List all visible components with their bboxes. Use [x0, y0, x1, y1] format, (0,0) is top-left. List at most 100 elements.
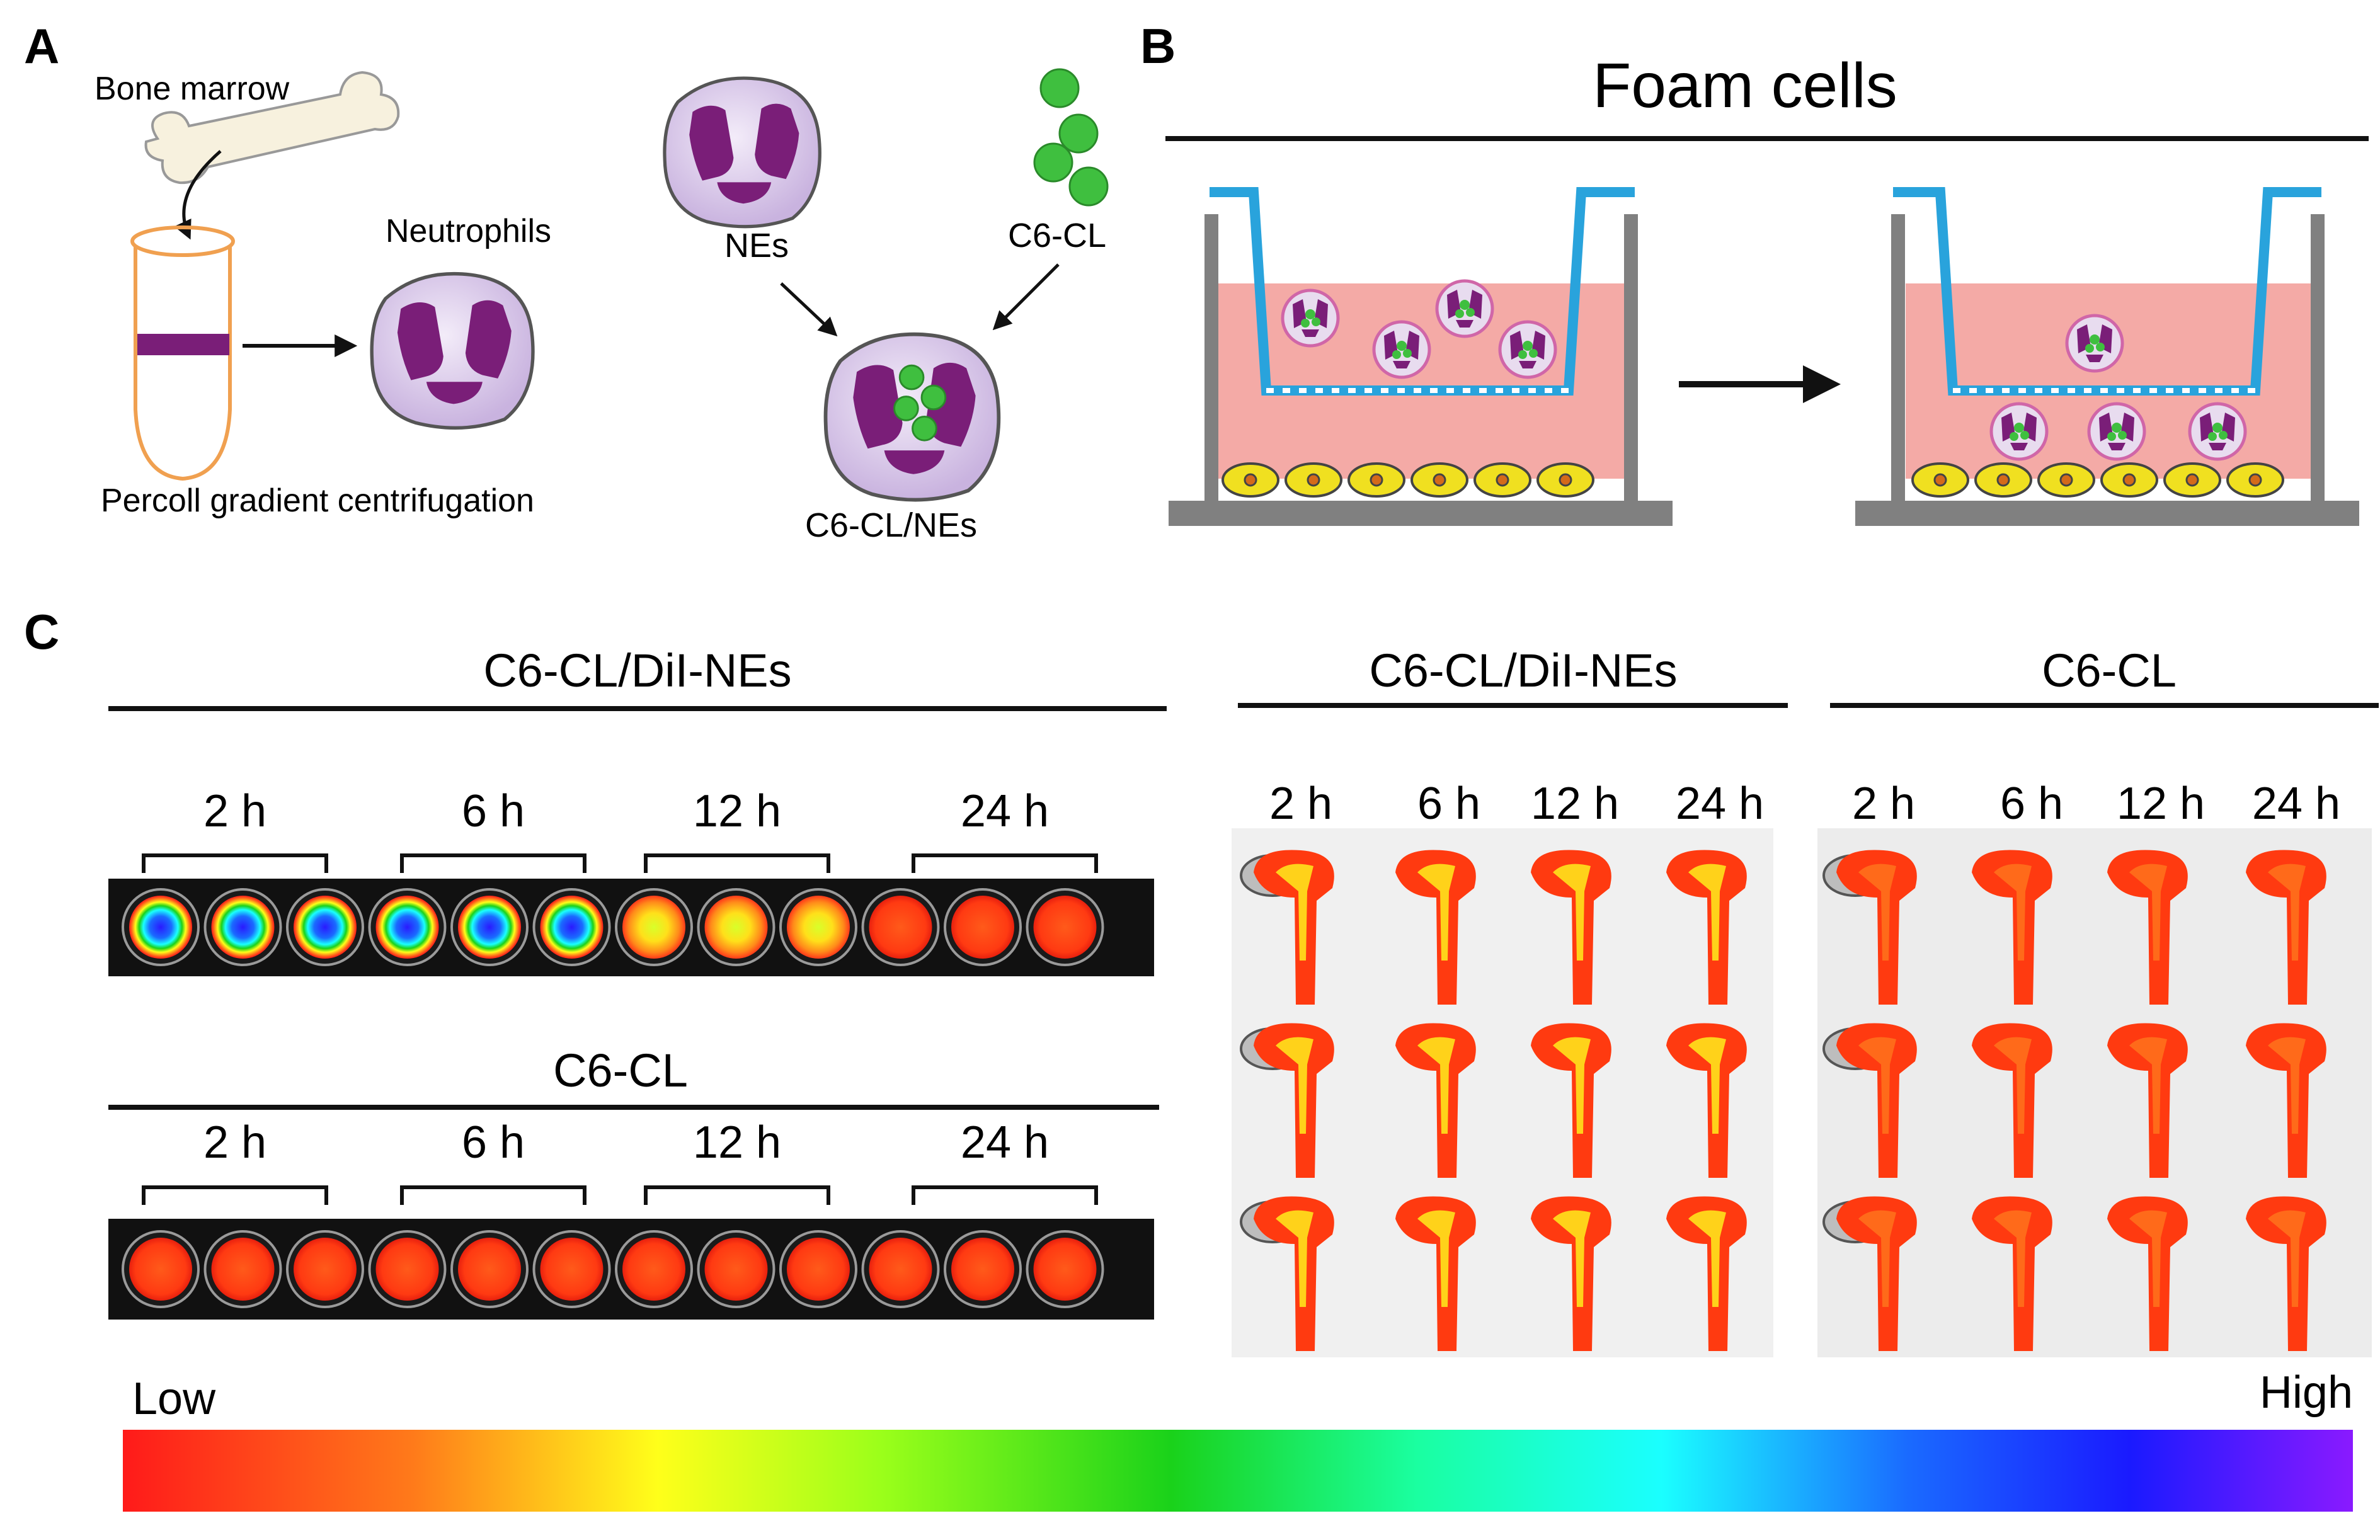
aorta-sample — [1531, 1196, 1611, 1351]
aorta-sample — [1972, 1023, 2052, 1178]
top-plate-brackets: 2 h 6 h 12 h 24 h — [142, 786, 1098, 873]
foam-cells-title: Foam cells — [1593, 50, 1897, 121]
percoll-label: Percoll gradient centrifugation — [101, 482, 534, 519]
aorta-sample — [1822, 850, 1917, 1005]
well-signal — [375, 1238, 439, 1301]
well-signal — [540, 1238, 604, 1301]
aorta-group1-timepoints: 2 h 6 h 12 h 24 h — [1269, 779, 1764, 829]
timepoint-bracket — [142, 853, 328, 873]
timepoint-label: 6 h — [462, 1117, 525, 1168]
c6cl-arrow — [992, 263, 1060, 331]
scale-high-label: High — [2260, 1367, 2353, 1418]
aorta-group1-organs — [1240, 850, 1747, 1351]
timepoint-label: 2 h — [203, 786, 266, 836]
aorta-sample — [1972, 1196, 2052, 1351]
well-signal — [1033, 1238, 1097, 1301]
nes-neutrophil-icon — [665, 78, 820, 227]
well-signal — [869, 1238, 932, 1301]
aorta-sample — [1395, 1023, 1476, 1178]
aorta-sample — [1240, 1196, 1334, 1351]
timepoint-label: 12 h — [693, 786, 781, 836]
aorta-sample — [2246, 1023, 2326, 1178]
well-signal — [704, 1238, 768, 1301]
centrifuge-tube-icon — [130, 225, 235, 481]
aorta-sample — [1395, 1196, 1476, 1351]
aorta-sample — [1666, 1023, 1747, 1178]
aorta-sample — [1822, 1196, 1917, 1351]
aorta-group2-image — [1817, 828, 2372, 1357]
aorta-sample — [1972, 850, 2052, 1005]
neutrophils-label: Neutrophils — [386, 213, 551, 249]
well-signal — [787, 896, 850, 959]
timepoint-bracket — [644, 1185, 830, 1205]
aorta-group2-title: C6-CL — [2042, 644, 2177, 697]
c6cl-nes-label: C6-CL/NEs — [805, 506, 977, 544]
panel-letter-b: B — [1140, 18, 1176, 74]
timepoint-bracket — [400, 853, 586, 873]
aorta-timepoint-label: 6 h — [1417, 779, 1480, 829]
aorta-timepoint-label: 24 h — [1676, 779, 1764, 829]
bottom-plate-brackets: 2 h 6 h 12 h 24 h — [142, 1117, 1098, 1205]
c6cl-label: C6-CL — [1008, 217, 1106, 254]
neutrophil-icon — [372, 274, 533, 428]
well-signal — [951, 1238, 1014, 1301]
well-signal — [787, 1238, 850, 1301]
scale-low-label: Low — [132, 1374, 216, 1424]
well-signal — [458, 896, 521, 959]
top-plate-wells — [122, 888, 1104, 966]
well-signal — [294, 1238, 357, 1301]
timepoint-label: 2 h — [203, 1117, 266, 1168]
timepoint-label: 6 h — [462, 786, 525, 836]
aorta-sample — [1666, 850, 1747, 1005]
well-signal — [375, 896, 439, 959]
well-signal — [622, 1238, 685, 1301]
well-signal — [869, 896, 932, 959]
transwell-before — [1169, 187, 1673, 526]
color-scale-bar — [123, 1430, 2353, 1512]
aorta-timepoint-label: 12 h — [1531, 779, 1619, 829]
timepoint-bracket — [400, 1185, 586, 1205]
bone-marrow-label: Bone marrow — [94, 71, 290, 107]
well-signal — [129, 896, 192, 959]
aorta-sample — [2107, 850, 2188, 1005]
aorta-sample — [1666, 1196, 1747, 1351]
timepoint-label: 12 h — [693, 1117, 781, 1168]
aorta-group1-image — [1232, 828, 1773, 1357]
well-signal — [129, 1238, 192, 1301]
well-signal — [951, 896, 1014, 959]
nes-arrow — [780, 282, 838, 337]
well-signal — [622, 896, 685, 959]
aorta-group1-title: C6-CL/DiI-NEs — [1369, 644, 1677, 697]
timepoint-label: 24 h — [961, 1117, 1049, 1168]
transwell-after — [1855, 187, 2359, 526]
aorta-sample — [2107, 1196, 2188, 1351]
timepoint-label: 24 h — [961, 786, 1049, 836]
well-signal — [211, 896, 275, 959]
timepoint-bracket — [644, 853, 830, 873]
panel-letter-c: C — [24, 604, 59, 659]
aorta-sample — [1240, 1023, 1334, 1178]
aorta-timepoint-label: 6 h — [2000, 779, 2063, 829]
aorta-timepoint-label: 2 h — [1852, 779, 1915, 829]
aorta-group2-organs — [1822, 850, 2326, 1351]
well-signal — [540, 896, 604, 959]
aorta-sample — [1395, 850, 1476, 1005]
aorta-timepoint-label: 2 h — [1269, 779, 1332, 829]
well-signal — [1033, 896, 1097, 959]
aorta-timepoint-label: 24 h — [2252, 779, 2340, 829]
aorta-sample — [2246, 1196, 2326, 1351]
aorta-sample — [2107, 1023, 2188, 1178]
well-signal — [458, 1238, 521, 1301]
timepoint-bracket — [912, 1185, 1098, 1205]
bottom-plate-title: C6-CL — [553, 1044, 688, 1097]
bone-icon — [144, 71, 400, 185]
well-signal — [704, 896, 768, 959]
c6cl-particles-icon — [1033, 68, 1109, 207]
aorta-sample — [1531, 850, 1611, 1005]
panel-letter-a: A — [24, 18, 59, 74]
timepoint-bracket — [912, 853, 1098, 873]
aorta-sample — [1531, 1023, 1611, 1178]
neutrophil-band — [137, 334, 229, 355]
